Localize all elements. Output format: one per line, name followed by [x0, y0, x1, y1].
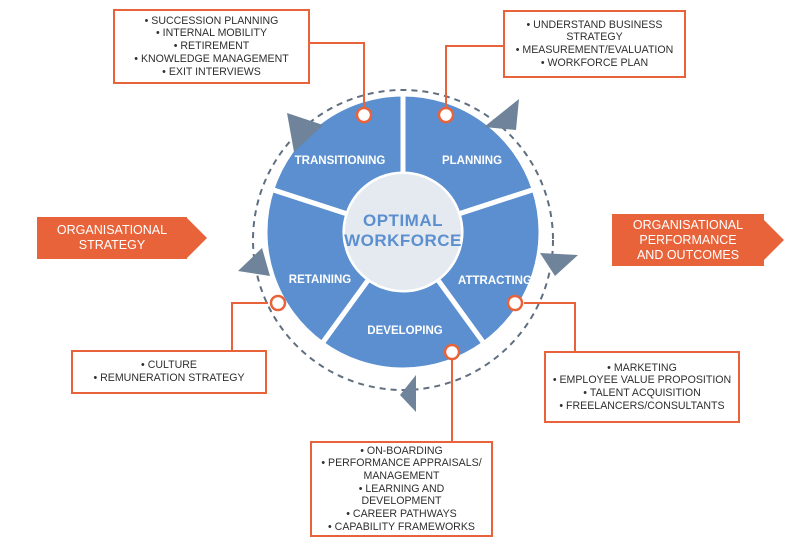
callout-item: REMUNERATION STRATEGY — [93, 372, 244, 385]
callout-item: KNOWLEDGE MANAGEMENT — [134, 53, 289, 66]
node-circle-transitioning — [355, 106, 373, 124]
callout-item: TALENT ACQUISITION — [583, 387, 701, 400]
callout-item: PERFORMANCE APPRAISALS/ — [321, 457, 482, 470]
callout-item: WORKFORCE PLAN — [541, 57, 649, 70]
outcomes-arrow-line2: PERFORMANCE — [639, 232, 737, 247]
wheel-segment-developing — [318, 275, 488, 373]
callout-item: EXIT INTERVIEWS — [162, 66, 261, 79]
node-circle-retaining — [269, 294, 287, 312]
segment-label-attracting: ATTRACTING — [458, 275, 532, 287]
callout-item: FREELANCERS/CONSULTANTS — [559, 400, 725, 413]
segment-label-retaining: RETAINING — [289, 274, 351, 286]
outcomes-arrow-line1: ORGANISATIONAL — [632, 217, 744, 232]
orbit-arrowhead-bottom — [400, 375, 416, 412]
callout-item: CULTURE — [141, 359, 197, 372]
callout-retaining: CULTURE REMUNERATION STRATEGY — [71, 350, 267, 394]
strategy-arrow-line1: ORGANISATIONAL — [56, 223, 168, 237]
callout-item: ON-BOARDING — [360, 445, 443, 458]
callout-item: CAPABILITY FRAMEWORKS — [328, 521, 475, 534]
connector-planning — [445, 45, 503, 108]
callout-item: RETIREMENT — [174, 40, 249, 53]
center-circle — [345, 174, 461, 290]
orbit-arrowhead-top-right — [484, 99, 519, 130]
connector-retaining — [231, 302, 268, 350]
connector-attracting — [524, 302, 576, 351]
callout-item: LEARNING AND DEVELOPMENT — [318, 483, 485, 508]
outcomes-arrowhead — [764, 220, 784, 260]
segment-label-developing: DEVELOPING — [367, 325, 442, 337]
outcomes-arrow-line3: AND OUTCOMES — [636, 247, 740, 262]
callout-item: CAREER PATHWAYS — [346, 508, 457, 521]
orbit-arrowhead-right — [540, 253, 578, 276]
strategy-arrow-line2: STRATEGY — [78, 238, 146, 252]
node-circle-attracting — [506, 294, 524, 312]
segment-label-planning: PLANNING — [442, 155, 502, 167]
callout-item-continued: MANAGEMENT — [363, 469, 440, 482]
segment-label-transitioning: TRANSITIONING — [295, 155, 386, 167]
center-title-line1: OPTIMAL — [363, 211, 443, 230]
node-circle-planning — [437, 106, 455, 124]
callout-item-continued: STRATEGY — [566, 31, 623, 44]
callout-item: UNDERSTAND BUSINESS — [527, 19, 662, 32]
callout-item: MEASUREMENT/EVALUATION — [516, 44, 673, 57]
node-circle-developing — [443, 343, 461, 361]
dashed-orbit — [252, 89, 554, 391]
callout-transitioning: SUCCESSION PLANNING INTERNAL MOBILITY RE… — [113, 9, 310, 84]
outcomes-arrow-body: ORGANISATIONAL PERFORMANCE AND OUTCOMES — [612, 214, 764, 266]
strategy-arrowhead — [187, 218, 207, 258]
center-title-line2: WORKFORCE — [344, 231, 462, 250]
callout-item: EMPLOYEE VALUE PROPOSITION — [553, 374, 731, 387]
callout-developing: ON-BOARDING PERFORMANCE APPRAISALS/ MANA… — [310, 441, 493, 537]
orbit-arrowhead-left — [238, 248, 270, 276]
wheel-segment-retaining — [262, 186, 373, 348]
callout-item: SUCCESSION PLANNING — [145, 15, 278, 28]
callout-item: INTERNAL MOBILITY — [156, 27, 267, 40]
callout-attracting: MARKETING EMPLOYEE VALUE PROPOSITION TAL… — [544, 351, 740, 423]
callout-item: MARKETING — [607, 362, 677, 375]
orbit-arrowhead-top-left — [287, 113, 323, 152]
callout-planning: UNDERSTAND BUSINESS STRATEGY MEASUREMENT… — [503, 10, 686, 78]
strategy-arrow-body: ORGANISATIONAL STRATEGY — [37, 217, 187, 259]
